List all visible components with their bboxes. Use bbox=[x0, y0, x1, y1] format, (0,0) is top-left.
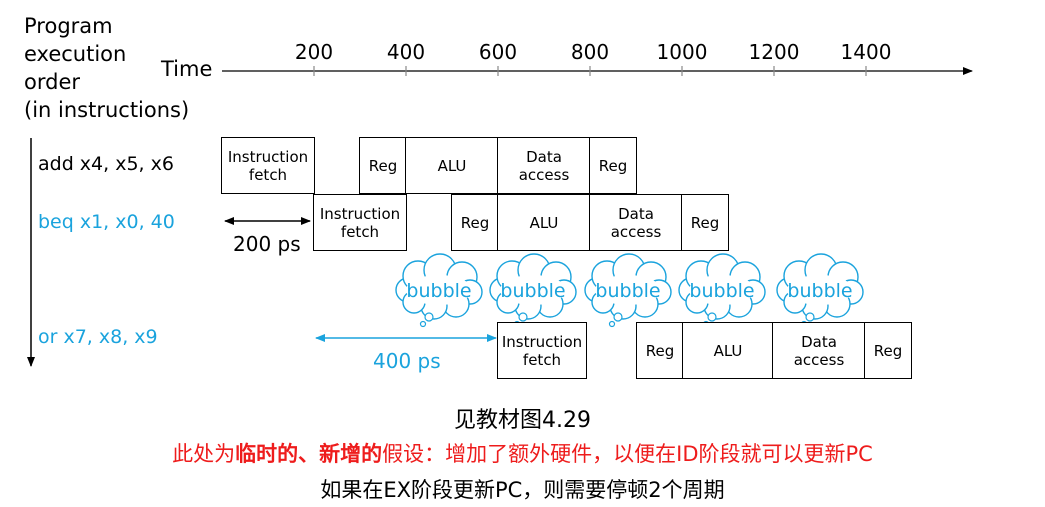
stage-alu: ALU bbox=[682, 322, 774, 379]
bubble-cloud: bubble bbox=[776, 253, 864, 328]
bubble-cloud: bubble bbox=[489, 253, 577, 328]
bubble-cloud: bubble bbox=[395, 253, 483, 328]
time-tick-label: 1000 bbox=[656, 40, 708, 64]
order-label-line: execution bbox=[24, 42, 127, 66]
bubble-label: bubble bbox=[500, 280, 565, 302]
stage-instruction-fetch: Instruction fetch bbox=[497, 322, 587, 379]
time-tick-label: 1400 bbox=[840, 40, 892, 64]
instruction-or: or x7, x8, x9 bbox=[38, 326, 158, 348]
bubble-row: bubble bubble bubble bbox=[395, 253, 864, 328]
order-label-line: (in instructions) bbox=[24, 98, 190, 122]
bubble-cloud: bubble bbox=[584, 253, 672, 328]
caption-figure-ref: 见教材图4.29 bbox=[454, 408, 591, 433]
time-label: Time bbox=[161, 57, 213, 81]
stage-instruction-fetch: Instruction fetch bbox=[313, 194, 407, 251]
stage-data-access: Data access bbox=[589, 194, 683, 251]
order-label-line: order bbox=[24, 70, 80, 94]
stage-reg: Reg bbox=[451, 194, 499, 251]
stage-instruction-fetch: Instruction fetch bbox=[221, 137, 315, 194]
stage-alu: ALU bbox=[405, 137, 499, 194]
caption-assumption-emphasis: 临时的、新增的 bbox=[235, 442, 383, 466]
stage-reg-write: Reg bbox=[864, 322, 912, 379]
stage-reg-write: Reg bbox=[681, 194, 729, 251]
caption-assumption-prefix: 此处为 bbox=[172, 442, 236, 466]
bubble-label: bubble bbox=[787, 280, 852, 302]
instruction-beq: beq x1, x0, 40 bbox=[38, 211, 175, 233]
time-tick-label: 200 bbox=[294, 40, 334, 64]
caption-assumption-body: 假设：增加了额外硬件，以便在ID阶段就可以更新PC bbox=[382, 442, 873, 466]
time-tick-label: 800 bbox=[570, 40, 610, 64]
interval-400-label: 400 ps bbox=[373, 349, 441, 373]
stage-data-access: Data access bbox=[772, 322, 866, 379]
time-ticks bbox=[313, 66, 867, 76]
bubble-label: bubble bbox=[689, 280, 754, 302]
bubble-label: bubble bbox=[406, 280, 471, 302]
time-tick-label: 1200 bbox=[748, 40, 800, 64]
stage-reg-write: Reg bbox=[589, 137, 637, 194]
stage-reg: Reg bbox=[636, 322, 684, 379]
instruction-add: add x4, x5, x6 bbox=[38, 153, 174, 175]
stage-reg: Reg bbox=[359, 137, 407, 194]
stage-data-access: Data access bbox=[497, 137, 591, 194]
caption-assumption: 此处为临时的、新增的假设：增加了额外硬件，以便在ID阶段就可以更新PC bbox=[0, 438, 1045, 468]
bubble-label: bubble bbox=[595, 280, 660, 302]
stage-alu: ALU bbox=[497, 194, 591, 251]
time-tick-label: 600 bbox=[478, 40, 518, 64]
caption-ex-stall: 如果在EX阶段更新PC，则需要停顿2个周期 bbox=[320, 478, 725, 502]
interval-200-label: 200 ps bbox=[233, 232, 301, 256]
program-order-label: Program execution order (in instructions… bbox=[24, 12, 189, 124]
bubble-cloud: bubble bbox=[678, 253, 766, 328]
time-tick-label: 400 bbox=[386, 40, 426, 64]
order-label-line: Program bbox=[24, 14, 113, 38]
